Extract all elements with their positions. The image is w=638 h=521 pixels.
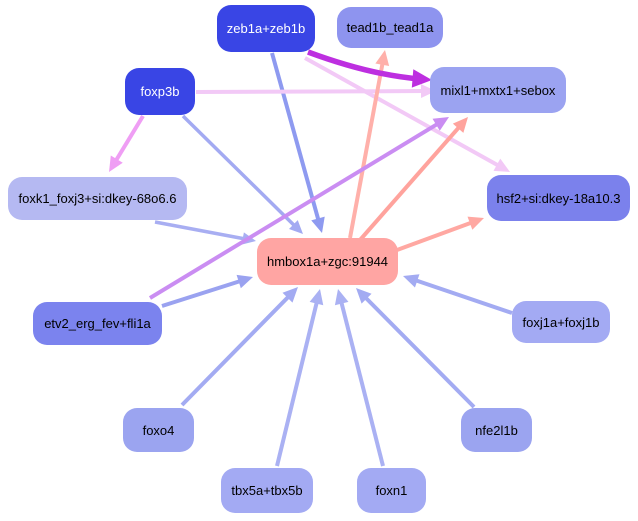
graph-node-etv2_erg_fev_fli1a[interactable]: etv2_erg_fev+fli1a — [33, 302, 162, 345]
graph-node-mixl1_mxtx1_sebox[interactable]: mixl1+mxtx1+sebox — [430, 67, 566, 113]
arrowhead — [375, 50, 390, 67]
graph-edge-zeb1a_zeb1b-to-mixl1_mxtx1_sebox — [307, 49, 432, 88]
graph-node-hsf2[interactable]: hsf2+si:dkey-18a10.3 — [487, 175, 630, 221]
graph-node-hmbox1a[interactable]: hmbox1a+zgc:91944 — [257, 238, 398, 285]
arrowhead — [411, 69, 432, 88]
graph-node-zeb1a_zeb1b[interactable]: zeb1a+zeb1b — [217, 5, 315, 52]
graph-edge-nfe2l1b-to-hmbox1a — [356, 288, 476, 409]
graph-edge-zeb1a_zeb1b-to-hmbox1a — [270, 52, 325, 233]
graph-edge-foxn1-to-hmbox1a — [334, 289, 385, 467]
arrowhead — [109, 155, 123, 172]
arrowhead — [493, 158, 510, 172]
graph-node-tead1b_tead1a[interactable]: tead1b_tead1a — [337, 7, 443, 48]
arrowhead — [356, 288, 372, 304]
arrowhead — [311, 216, 325, 233]
graph-edge-etv2_erg_fev_fli1a-to-hmbox1a — [161, 274, 253, 308]
graph-node-foxk1_foxj3[interactable]: foxk1_foxj3+si:dkey-68o6.6 — [8, 177, 187, 220]
arrowhead — [452, 117, 468, 133]
arrowhead — [288, 220, 303, 234]
graph-edge-hmbox1a-to-tead1b_tead1a — [348, 50, 390, 239]
arrowhead — [467, 216, 484, 230]
arrowhead — [420, 84, 436, 99]
graph-edge-foxo4-to-hmbox1a — [180, 287, 298, 407]
graph-edge-foxp3b-to-foxk1_foxj3 — [109, 114, 145, 172]
graph-node-foxn1[interactable]: foxn1 — [357, 468, 426, 513]
graph-edge-hmbox1a-to-hsf2 — [396, 216, 484, 252]
graph-edge-etv2_erg_fev_fli1a-to-mixl1_mxtx1_sebox — [148, 117, 449, 300]
graph-node-nfe2l1b[interactable]: nfe2l1b — [461, 408, 532, 452]
graph-edge-foxp3b-to-hmbox1a — [181, 114, 303, 234]
graph-edge-zeb1a_zeb1b-to-hsf2 — [304, 56, 510, 172]
graph-edge-hmbox1a-to-mixl1_mxtx1_sebox — [358, 117, 468, 242]
graph-edge-tbx5a_tbx5b-to-hmbox1a — [275, 289, 324, 467]
graph-edge-foxj1a_foxj1b-to-hmbox1a — [403, 274, 513, 315]
graph-node-tbx5a_tbx5b[interactable]: tbx5a+tbx5b — [221, 468, 313, 513]
arrowhead — [236, 274, 253, 289]
arrowhead — [334, 289, 349, 306]
graph-node-foxp3b[interactable]: foxp3b — [125, 68, 195, 115]
graph-node-foxo4[interactable]: foxo4 — [123, 408, 194, 452]
arrowhead — [309, 289, 324, 306]
graph-edge-foxp3b-to-mixl1_mxtx1_sebox — [195, 84, 436, 99]
graph-node-foxj1a_foxj1b[interactable]: foxj1a+foxj1b — [512, 301, 610, 343]
arrowhead — [282, 287, 298, 303]
arrowhead — [403, 274, 420, 288]
arrowhead — [432, 117, 449, 131]
